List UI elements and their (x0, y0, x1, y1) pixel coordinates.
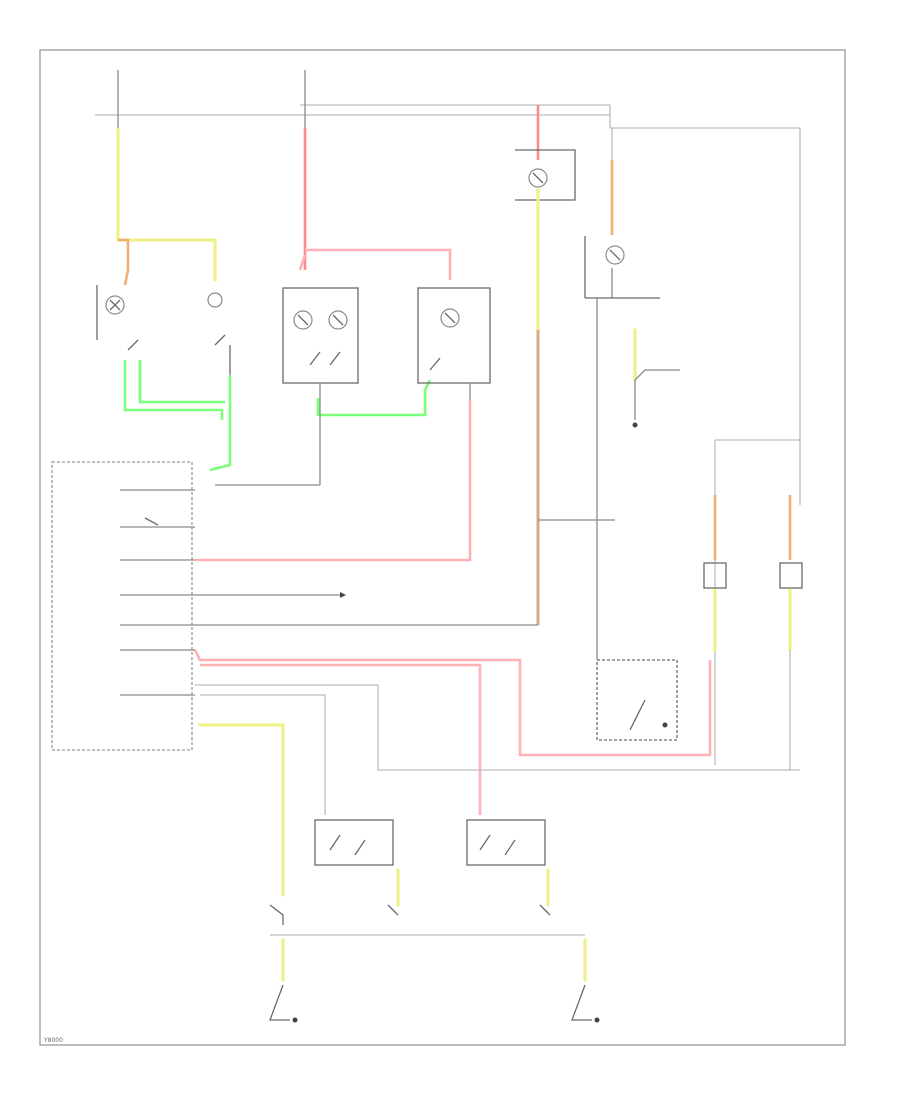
right-door-switches (703, 439, 803, 770)
top-bus (95, 104, 801, 505)
pink-door-circuits (193, 649, 712, 815)
grey-door-circuits (195, 519, 800, 815)
dome-lamp-assembly (215, 287, 359, 486)
left-lamp-feed (116, 70, 217, 286)
right-map-lamp-bulb (207, 292, 223, 308)
lower-door-switches (314, 819, 551, 916)
cargo-lamp-assembly (195, 287, 491, 562)
control-module (51, 461, 346, 751)
control-module-box (51, 461, 193, 751)
diagram-reference-code: Y8000 (43, 1037, 63, 1044)
center-column-feed (195, 105, 576, 626)
rear-liftgate-switch (596, 659, 678, 741)
ground-wires-green (123, 360, 432, 472)
lower-yellow-circuit (198, 723, 600, 1023)
diagram-frame (39, 49, 846, 1046)
right-column-feed (584, 128, 680, 660)
center-lamp-feed (298, 70, 452, 280)
left-map-lamp-assembly (96, 285, 231, 375)
